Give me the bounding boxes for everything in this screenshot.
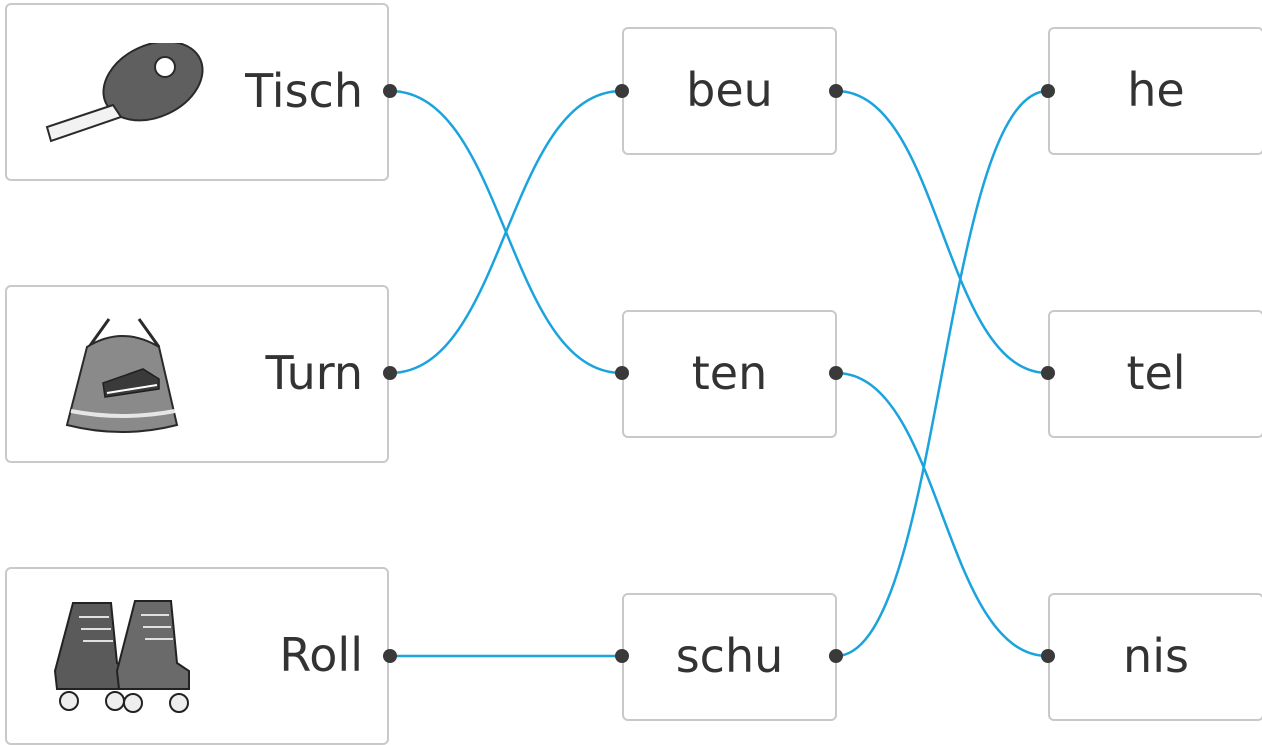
word-turn: Turn (265, 346, 363, 401)
picture-card-tisch[interactable]: Tisch (5, 3, 389, 181)
ending-card-tel[interactable]: tel (1048, 310, 1262, 438)
syllable-ten: ten (691, 346, 768, 401)
connector-dot-he-left[interactable] (1041, 84, 1055, 98)
word-roll: Roll (279, 628, 363, 683)
connector-dot-roll-right[interactable] (383, 649, 397, 663)
syllable-beu: beu (686, 63, 773, 118)
connector-dot-ten-right[interactable] (829, 366, 843, 380)
roller-skates-icon (53, 600, 190, 713)
connector-dot-nis-left[interactable] (1041, 649, 1055, 663)
ending-card-nis[interactable]: nis (1048, 593, 1262, 721)
connector-dot-beu-left[interactable] (615, 84, 629, 98)
syllable-card-ten[interactable]: ten (622, 310, 837, 438)
word-tisch: Tisch (245, 64, 363, 119)
connection-line-m3-e1 (835, 89, 1049, 658)
picture-card-turn[interactable]: Turn (5, 285, 389, 463)
connector-dot-beu-right[interactable] (829, 84, 843, 98)
ending-he: he (1127, 63, 1185, 118)
connector-dot-ten-left[interactable] (615, 366, 629, 380)
connector-dot-turn-right[interactable] (383, 366, 397, 380)
connector-dot-tisch-right[interactable] (383, 84, 397, 98)
connection-line-m1-e2 (835, 89, 1049, 375)
syllable-schu: schu (675, 629, 784, 684)
connection-line-m2-e3 (835, 371, 1049, 658)
connection-line-p2-m1 (389, 89, 623, 375)
ending-tel: tel (1126, 346, 1186, 401)
picture-card-roll[interactable]: Roll (5, 567, 389, 745)
ending-nis: nis (1123, 629, 1189, 684)
connector-dot-schu-right[interactable] (829, 649, 843, 663)
gym-bag-icon (65, 318, 179, 433)
connector-dot-schu-left[interactable] (615, 649, 629, 663)
connector-dot-tel-left[interactable] (1041, 366, 1055, 380)
connection-line-p1-m2 (389, 89, 623, 375)
syllable-card-beu[interactable]: beu (622, 27, 837, 155)
syllable-card-schu[interactable]: schu (622, 593, 837, 721)
table-tennis-paddle-icon (45, 43, 204, 143)
ending-card-he[interactable]: he (1048, 27, 1262, 155)
